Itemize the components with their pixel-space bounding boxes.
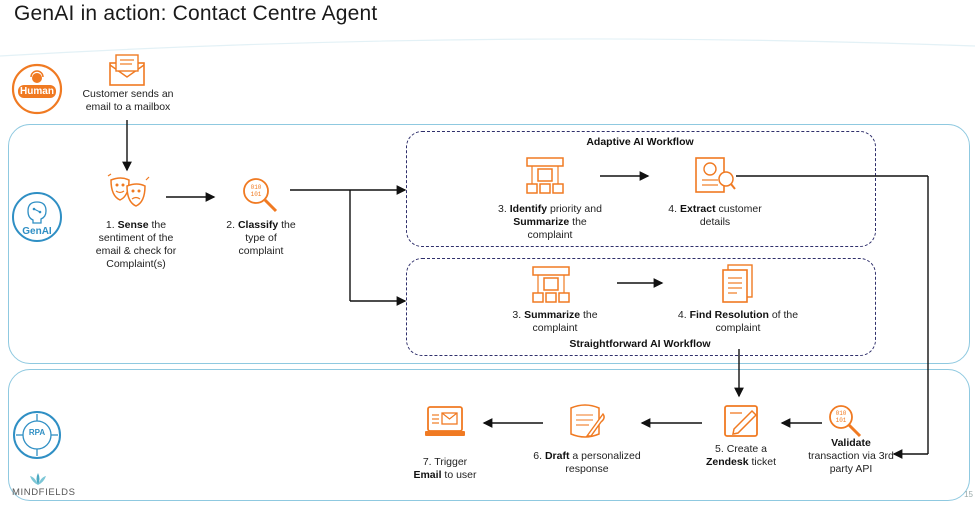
priority-blocks-icon bbox=[526, 157, 564, 194]
sense-step-label: 1. Sense the sentiment of the email & ch… bbox=[95, 219, 177, 270]
svg-text:010: 010 bbox=[251, 184, 262, 191]
draft-step-label: 6. Draft a personalized response bbox=[533, 450, 641, 475]
rpa-badge-icon bbox=[13, 411, 61, 459]
genai-badge-label: GenAI bbox=[22, 226, 52, 237]
draft-response-icon bbox=[570, 404, 605, 438]
human-badge-label: Human bbox=[20, 86, 54, 97]
mindfields-logo-text: MINDFIELDS bbox=[12, 487, 76, 498]
svg-text:010: 010 bbox=[836, 410, 847, 417]
validate-magnifier-icon: 010 101 bbox=[829, 405, 862, 438]
lotus-logo-icon bbox=[30, 473, 46, 485]
resolution-step-label: 4. Find Resolution of the complaint bbox=[677, 309, 799, 334]
adaptive-workflow-box bbox=[406, 131, 876, 247]
straightforward-workflow-box bbox=[406, 258, 876, 356]
page-title: GenAI in action: Contact Centre Agent bbox=[14, 2, 378, 25]
svg-text:101: 101 bbox=[836, 417, 847, 424]
customer-details-icon bbox=[695, 157, 736, 193]
summarize-step-label: 3. Summarize the complaint bbox=[512, 309, 598, 334]
customer-step-label: Customer sends an email to a mailbox bbox=[82, 88, 174, 113]
rpa-badge-label: RPA bbox=[28, 428, 46, 437]
email-envelope-icon bbox=[109, 54, 145, 86]
identify-step-label: 3. Identify priority and Summarize the c… bbox=[498, 203, 602, 241]
zendesk-ticket-icon bbox=[724, 405, 758, 437]
page-number: 15 bbox=[964, 490, 973, 499]
extract-step-label: 4. Extract customer details bbox=[668, 203, 762, 228]
resolution-document-icon bbox=[722, 264, 753, 303]
sentiment-masks-icon bbox=[107, 173, 150, 207]
rpa-lane bbox=[8, 369, 970, 501]
human-badge-icon bbox=[11, 63, 63, 115]
classify-step-label: 2. Classify the type of complaint bbox=[226, 219, 296, 257]
classify-magnifier-icon: 010 101 bbox=[243, 178, 278, 213]
svg-text:101: 101 bbox=[251, 191, 262, 198]
adaptive-workflow-title: Adaptive AI Workflow bbox=[586, 136, 694, 148]
trigger-email-icon bbox=[425, 406, 465, 436]
genai-badge-icon bbox=[12, 192, 62, 242]
summarize-blocks-icon bbox=[532, 266, 570, 303]
genai-lane bbox=[8, 124, 970, 364]
straightforward-workflow-title: Straightforward AI Workflow bbox=[569, 338, 711, 350]
decorative-curve bbox=[0, 38, 975, 57]
